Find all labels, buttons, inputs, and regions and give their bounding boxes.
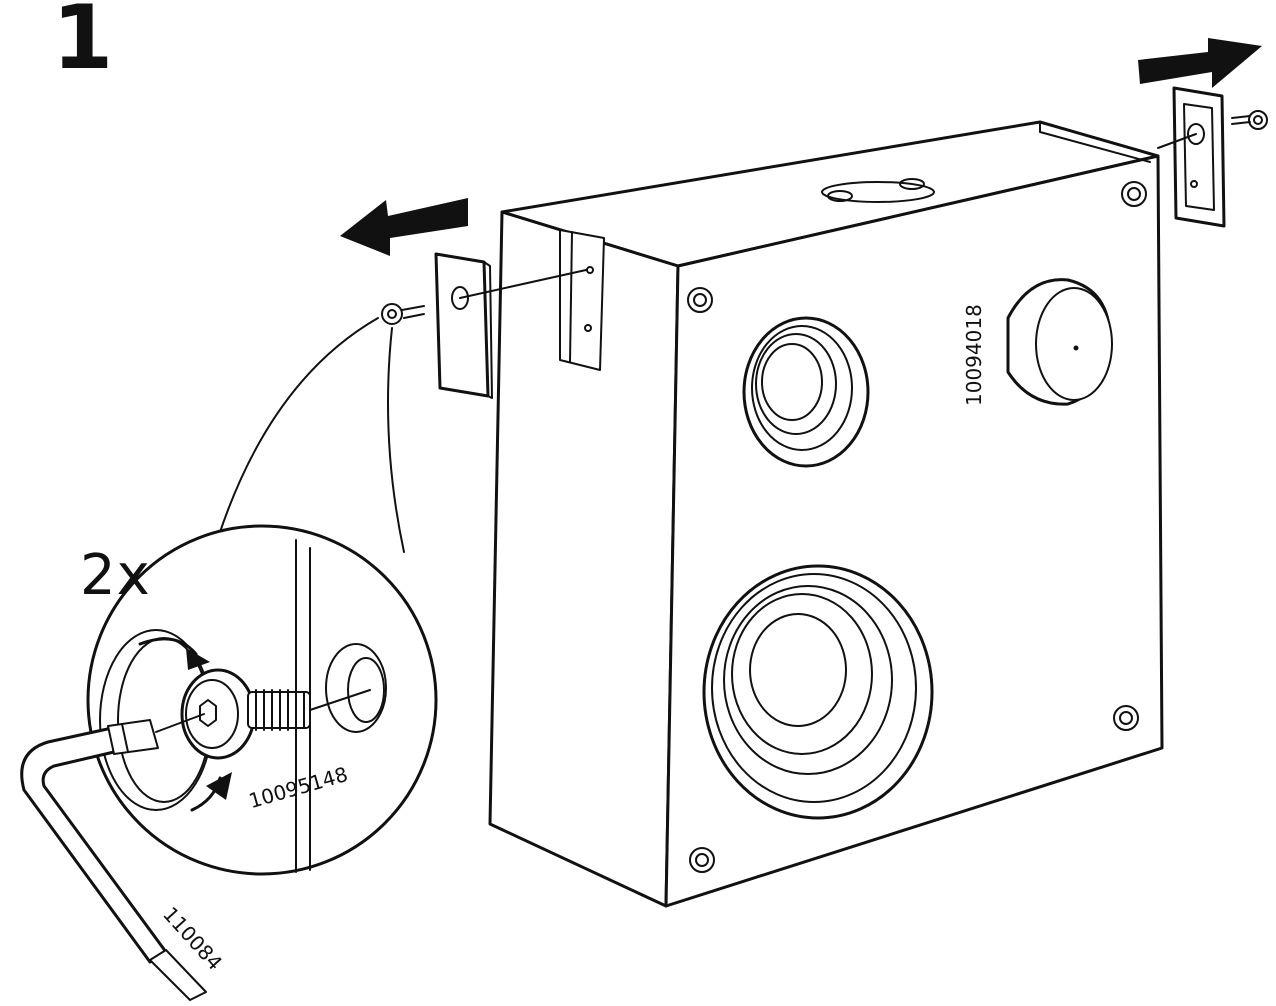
detail-callout-leader — [217, 317, 405, 553]
cabinet-front-face — [664, 154, 1164, 908]
speaker-cabinet — [488, 120, 1164, 908]
small-screw-right — [1231, 110, 1268, 130]
volume-knob — [1006, 278, 1113, 406]
left-bracket-assembly — [340, 198, 587, 399]
arrow-left-icon — [340, 198, 468, 256]
part-number-speaker: 10094018 — [962, 304, 986, 406]
left-mounting-plate — [434, 252, 490, 398]
plate-hole — [325, 643, 387, 733]
detail-magnifier — [86, 524, 438, 876]
rotate-arrow-top-icon — [138, 637, 198, 656]
quantity-multiplier: 2x — [80, 543, 151, 608]
right-mounting-plate — [1172, 86, 1226, 228]
hex-key-icon — [20, 719, 207, 1001]
woofer — [702, 564, 934, 820]
detail-screw-icon — [180, 668, 371, 760]
tweeter — [742, 316, 870, 468]
small-screw-left — [381, 303, 425, 325]
arrow-right-icon — [1138, 38, 1262, 88]
cabinet-side-bracket — [559, 229, 605, 371]
front-corner-screws — [687, 181, 1147, 873]
right-bracket-assembly — [1138, 38, 1268, 228]
top-mounting-slot — [821, 181, 935, 203]
step-number: 1 — [52, 0, 114, 89]
